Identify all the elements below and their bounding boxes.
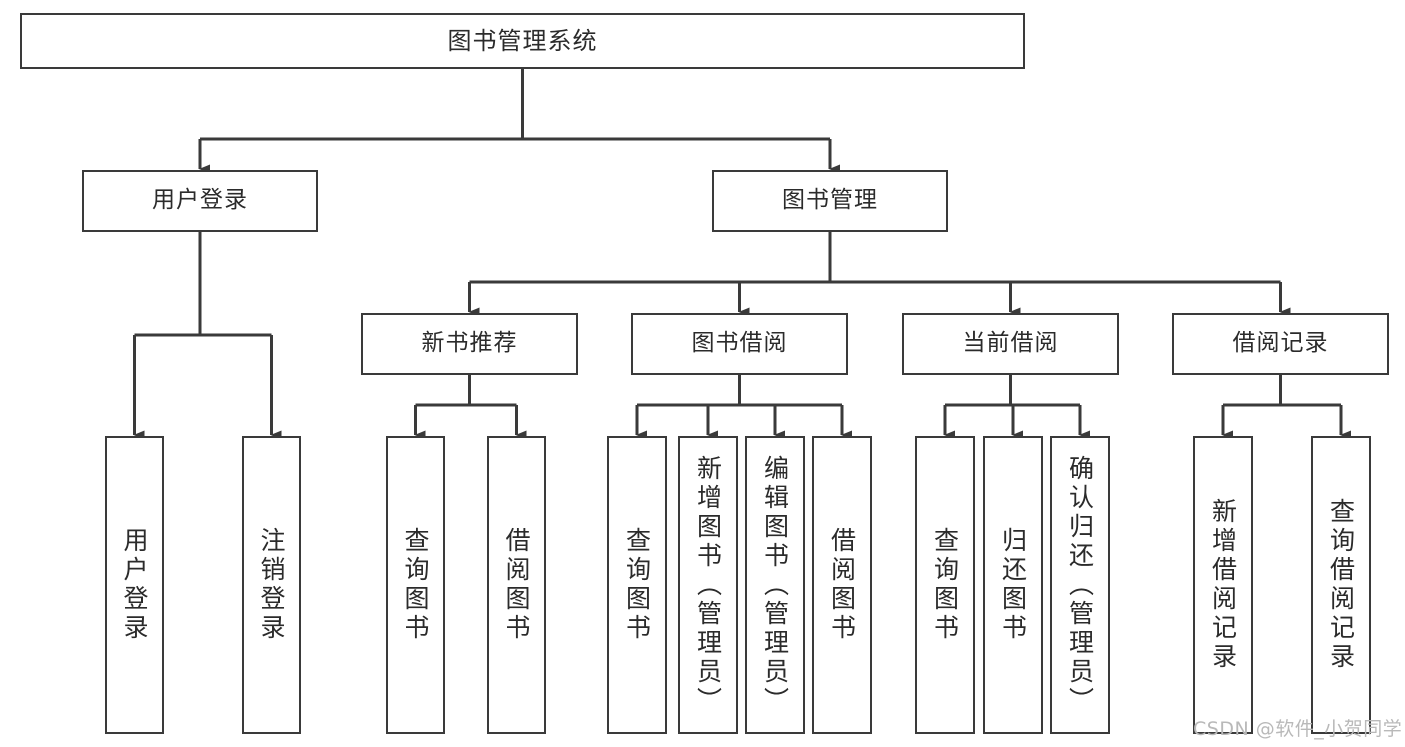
leaf-query-book-recommend[interactable]: 查询图书	[386, 436, 445, 734]
node-label: 用户登录	[120, 527, 149, 643]
node-label: 查询图书	[930, 527, 960, 643]
leaf-add-book-admin[interactable]: 新增图书（管理员）	[678, 436, 738, 734]
node-label: 用户登录	[152, 187, 248, 214]
node-label: 查询图书	[622, 527, 652, 643]
leaf-confirm-return-admin[interactable]: 确认归还（管理员）	[1050, 436, 1110, 734]
node-book-borrow[interactable]: 图书借阅	[631, 313, 848, 375]
leaf-borrow-book-recommend[interactable]: 借阅图书	[487, 436, 546, 734]
leaf-query-book-borrow[interactable]: 查询图书	[607, 436, 667, 734]
node-label: 图书借阅	[691, 330, 788, 357]
leaf-user-login[interactable]: 用户登录	[105, 436, 164, 734]
node-root-system[interactable]: 图书管理系统	[20, 13, 1025, 69]
node-label: 新增借阅记录	[1208, 498, 1238, 672]
leaf-add-borrow-record[interactable]: 新增借阅记录	[1193, 436, 1253, 734]
node-label: 归还图书	[998, 527, 1028, 643]
node-label: 借阅图书	[502, 527, 531, 643]
node-label: 注销登录	[257, 527, 286, 643]
leaf-borrow-book[interactable]: 借阅图书	[812, 436, 872, 734]
node-label: 新书推荐	[421, 330, 518, 357]
node-borrow-record[interactable]: 借阅记录	[1172, 313, 1389, 375]
node-label: 查询图书	[401, 527, 430, 643]
leaf-edit-book-admin[interactable]: 编辑图书（管理员）	[745, 436, 805, 734]
node-new-book-recommend[interactable]: 新书推荐	[361, 313, 578, 375]
node-user-login[interactable]: 用户登录	[82, 170, 318, 232]
node-label: 借阅图书	[827, 527, 857, 643]
leaf-query-book-current[interactable]: 查询图书	[915, 436, 975, 734]
leaf-logout[interactable]: 注销登录	[242, 436, 301, 734]
leaf-query-borrow-record[interactable]: 查询借阅记录	[1311, 436, 1371, 734]
node-label: 借阅记录	[1232, 330, 1329, 357]
leaf-return-book[interactable]: 归还图书	[983, 436, 1043, 734]
node-current-borrow[interactable]: 当前借阅	[902, 313, 1119, 375]
node-label: 编辑图书（管理员）	[760, 454, 790, 716]
csdn-watermark: CSDN @软件_小贺同学	[1193, 718, 1403, 740]
node-label: 图书管理	[782, 187, 878, 214]
node-label: 图书管理系统	[447, 26, 598, 55]
node-label: 当前借阅	[962, 330, 1059, 357]
node-label: 确认归还（管理员）	[1065, 454, 1095, 716]
node-label: 新增图书（管理员）	[693, 454, 723, 716]
node-book-management[interactable]: 图书管理	[712, 170, 948, 232]
node-label: 查询借阅记录	[1326, 498, 1356, 672]
